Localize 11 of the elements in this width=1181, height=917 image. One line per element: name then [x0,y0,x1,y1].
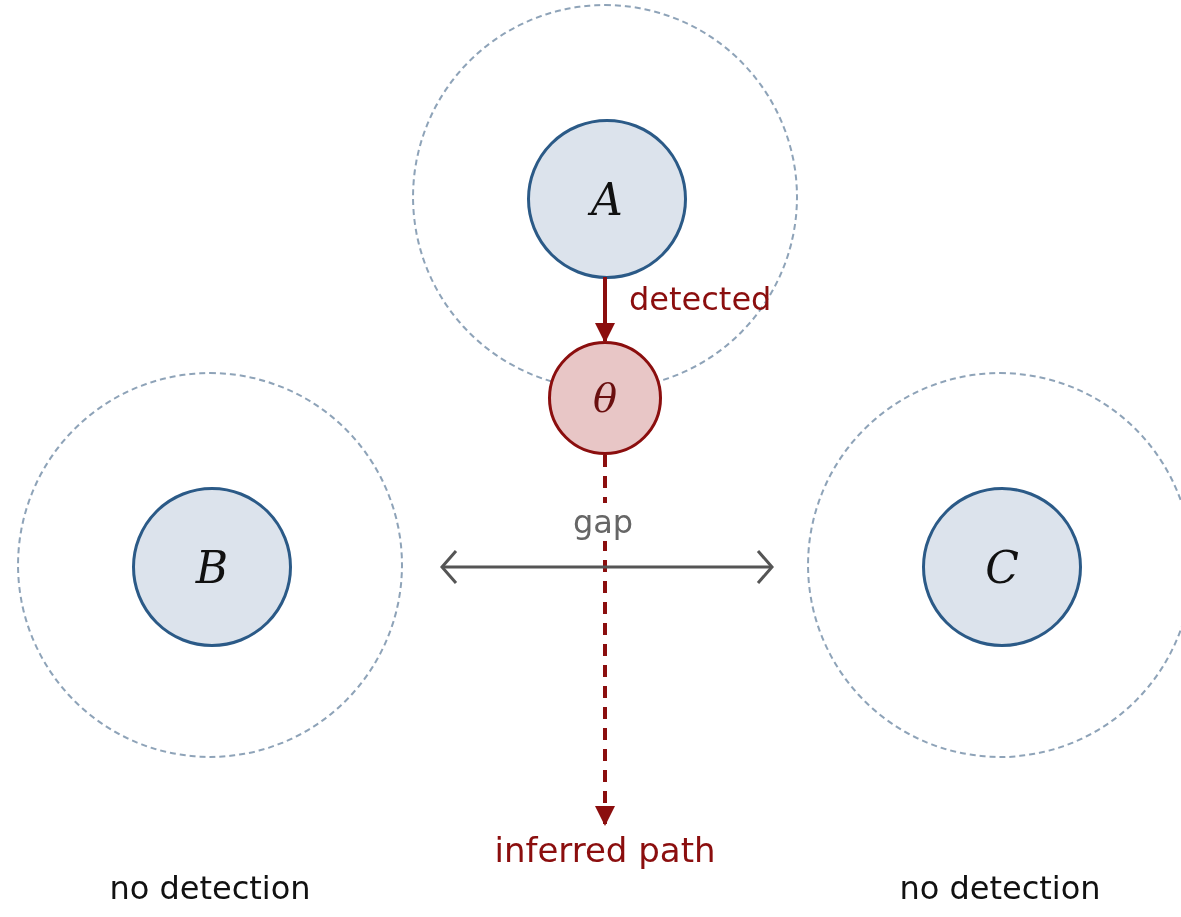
node-label: C [985,541,1019,593]
range-circle [807,372,1181,758]
node-caption: no detection [109,869,311,907]
path-label: inferred path [470,830,740,870]
edge-label: detected [629,280,772,318]
node-label: B [195,541,229,593]
range-circle [17,372,403,758]
node-label: θ [592,375,618,421]
node-caption: no detection [899,869,1101,907]
arrow [595,455,615,826]
arrow [595,277,615,343]
